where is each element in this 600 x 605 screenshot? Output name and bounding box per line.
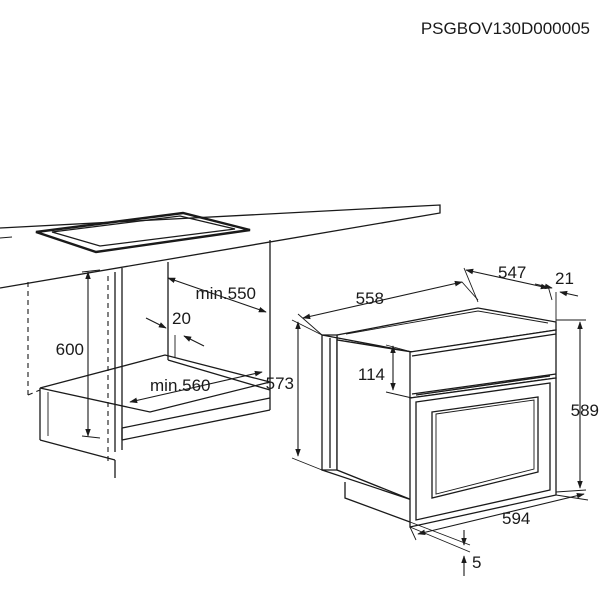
label-body-height: 573 xyxy=(266,374,294,393)
label-panel-height: 114 xyxy=(358,365,385,384)
label-front-width: 594 xyxy=(502,509,530,528)
label-oven-depth: 558 xyxy=(356,289,384,308)
label-front-height: 589 xyxy=(571,401,599,420)
product-code: PSGBOV130D000005 xyxy=(421,19,590,38)
dimension-body-height: 573 xyxy=(266,319,323,471)
dimension-body-depth: 547 xyxy=(463,263,553,303)
dimension-min-width: min.560 xyxy=(129,370,263,404)
label-min-depth: min.550 xyxy=(196,284,256,303)
dimension-cabinet-height: 600 xyxy=(56,269,101,439)
label-bottom-offset: 5 xyxy=(472,553,481,572)
hob xyxy=(35,211,251,254)
label-front-depth: 21 xyxy=(555,269,574,288)
label-gap: 20 xyxy=(172,309,191,328)
dimension-front-depth: 21 xyxy=(534,269,579,322)
dimension-gap: 20 xyxy=(145,309,205,347)
dimension-oven-depth: 558 xyxy=(297,280,479,336)
dimension-bottom-offset: 5 xyxy=(409,521,481,576)
dimension-min-depth: min.550 xyxy=(167,277,267,313)
label-cabinet-height: 600 xyxy=(56,340,84,359)
oven xyxy=(321,307,557,528)
dimension-panel-height: 114 xyxy=(358,344,413,399)
dimension-front-width: 594 xyxy=(409,492,589,541)
label-min-width: min.560 xyxy=(150,376,210,395)
dimension-front-height: 589 xyxy=(555,319,599,493)
worktop xyxy=(0,204,441,289)
label-body-depth: 547 xyxy=(498,263,526,282)
